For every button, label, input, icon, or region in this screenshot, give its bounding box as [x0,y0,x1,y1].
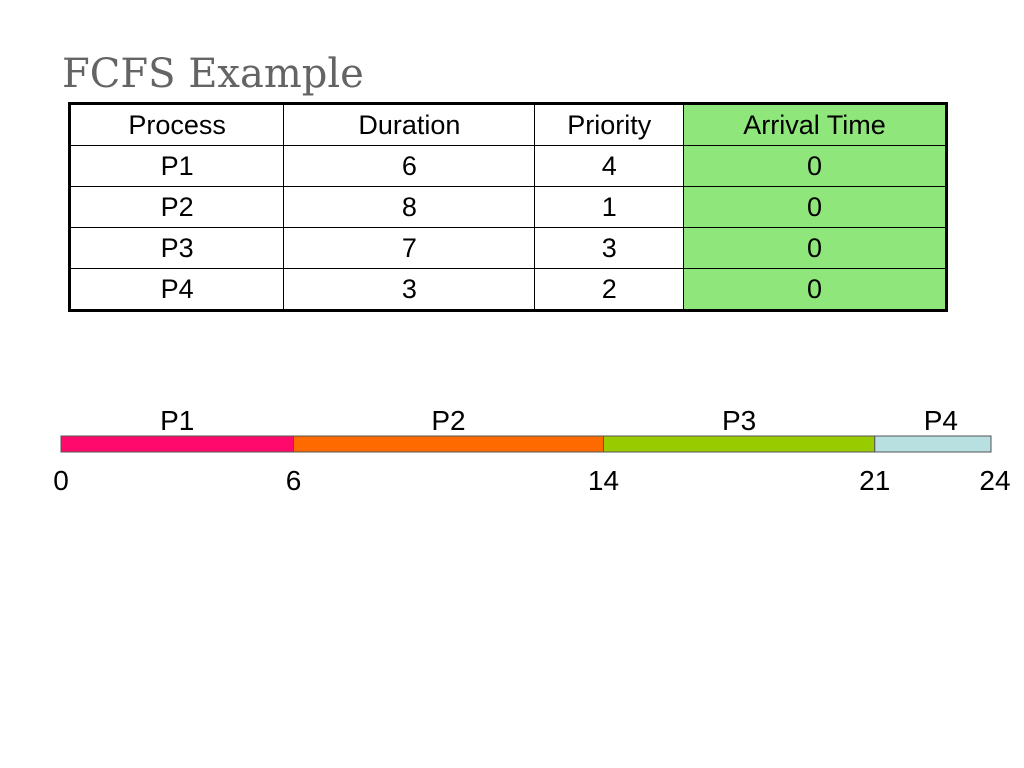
cell-arrival-time: 0 [683,268,948,312]
gantt-segment-p3 [603,435,876,453]
gantt-segment-p1 [60,435,294,453]
table-row: P4 3 2 0 [67,268,948,312]
table-row: P2 8 1 0 [67,186,948,228]
cell-arrival-time: 0 [683,145,948,187]
cell-duration: 8 [283,186,536,228]
cell-process: P4 [67,268,285,312]
cell-process: P3 [67,227,285,269]
gantt-segment-label: P2 [431,405,465,436]
cell-priority: 2 [534,268,685,312]
slide-title: FCFS Example [62,51,364,97]
table-row: P3 7 3 0 [67,227,948,269]
gantt-segment-p4 [874,435,992,453]
gantt-tick-label: 14 [588,465,619,496]
cell-duration: 7 [283,227,536,269]
cell-duration: 6 [283,145,536,187]
gantt-segment-label: P4 [924,405,958,436]
cell-process: P1 [67,145,285,187]
header-priority: Priority [534,102,685,146]
cell-priority: 1 [534,186,685,228]
cell-process: P2 [67,186,285,228]
gantt-segment-p2 [293,435,604,453]
gantt-segment-label: P3 [722,405,756,436]
cell-arrival-time: 0 [683,227,948,269]
table-row: P1 6 4 0 [67,145,948,187]
cell-duration: 3 [283,268,536,312]
gantt-tick-label: 0 [53,465,69,496]
process-table: Process Duration Priority Arrival Time P… [67,102,948,312]
gantt-tick-label: 21 [859,465,890,496]
gantt-tick-label: 24 [979,465,1010,496]
gantt-segment-label: P1 [160,405,194,436]
header-process: Process [67,102,285,146]
gantt-tick-label: 6 [286,465,302,496]
cell-priority: 3 [534,227,685,269]
cell-arrival-time: 0 [683,186,948,228]
